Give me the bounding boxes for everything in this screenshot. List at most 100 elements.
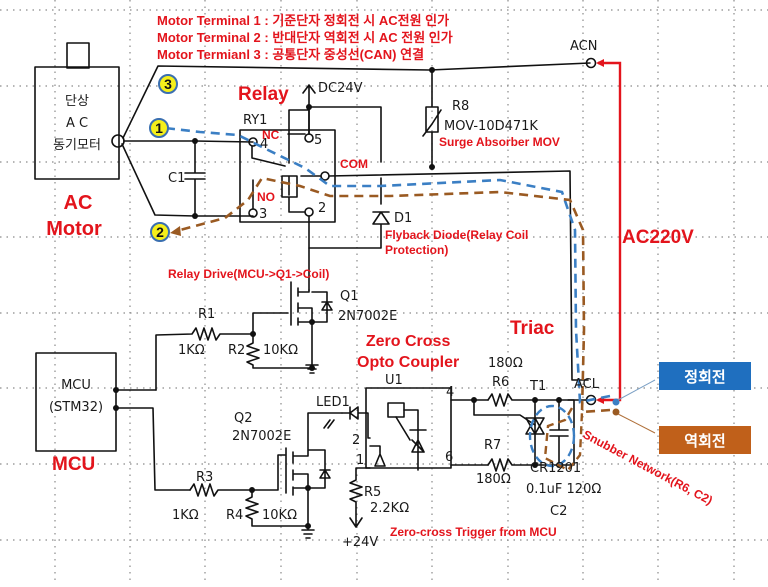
reverse-triac-loop [543,407,584,472]
r4-val: 10KΩ [262,508,297,523]
relay-drive-note: Relay Drive(MCU->Q1->Coil) [168,267,330,281]
relay-title: Relay [238,84,289,105]
mov-note: Surge Absorber MOV [439,135,560,149]
supply-24v: +24V [342,535,378,550]
motor-caption: AC Motor [46,192,102,240]
pin-2: 2 [318,201,326,216]
legend-forward: 정회전 [659,362,751,390]
note-row-2: Motor Terminal 2 : 반대단자 역회전 시 AC 전원 인가 [157,30,453,45]
triac-part: CR1201 [530,461,581,476]
led1-label: LED1 [316,395,350,410]
motor-line-1: 단상 [65,94,89,109]
c2-val: 0.1uF 120Ω [526,482,601,497]
acn-arrowhead [596,59,604,404]
note-row-3: Motor Termianl 3 : 공통단자 중성선(CAN) 연결 [157,47,425,62]
mcu-caption: MCU [52,454,96,475]
capacitor-c1 [184,140,206,217]
u1-pin-1: 1 [356,453,364,468]
motor-line-3: 동기모터 [53,138,101,153]
t1-ref: T1 [529,379,546,394]
forward-path [164,126,611,404]
relay-no-label: NO [257,190,275,204]
dc24v-label: DC24V [318,81,363,96]
r1-val: 1KΩ [178,343,205,358]
mcu-line-2: (STM32) [49,400,103,415]
reverse-node [612,408,620,416]
motor-body [34,66,120,180]
mcu-line-1: MCU [61,378,91,393]
r1-ref: R1 [198,307,215,322]
acl-label: ACL [574,377,600,392]
r3-val: 1KΩ [172,508,199,523]
r7-ref: R7 [484,438,501,453]
u1-pin-4: 4 [446,385,454,400]
u1-pin-6: 6 [445,450,453,465]
snubber-c2 [534,399,575,466]
acn-label: ACN [570,39,597,54]
resistor-r2 [246,333,313,369]
q2-ref: Q2 [234,411,253,426]
triac-title: Triac [510,318,555,339]
relay-nc-label: NC [262,128,280,142]
header-notes: Motor Terminal 1 : 기준단자 정회전 시 AC전원 인가 Mo… [157,12,453,63]
q1-ref: Q1 [340,289,359,304]
wire-terminal-2 [121,143,254,217]
opto-u1 [365,387,452,469]
flyback-diode-d1 [308,177,390,249]
r4-ref: R4 [226,508,243,523]
r6-ref: R6 [492,375,509,390]
u1-pin-2: 2 [352,433,360,448]
r3-ref: R3 [196,470,213,485]
ac220v-label: AC220V [622,227,694,248]
opto-title: Zero Cross Opto Coupler [357,333,460,371]
led1 [341,406,371,439]
resistor-r4 [245,489,309,527]
c2-ref: C2 [550,504,567,519]
forward-triac-loop [528,404,576,468]
pin-4: 4 [260,137,268,152]
d1-label: D1 [394,211,412,226]
trigger-note: Zero-cross Trigger from MCU [390,525,557,539]
wire-terminal-1 [123,140,254,143]
pin-3: 3 [259,207,267,222]
r2-val: 10KΩ [263,343,298,358]
mov-r8 [422,69,442,168]
r8-ref: R8 [452,99,469,114]
q2-part: 2N7002E [232,429,291,444]
motor-line-2: A C [66,116,88,131]
relay-ref: RY1 [243,113,267,128]
legend-reverse: 역회전 [659,426,751,454]
r5-ref: R5 [364,485,381,500]
ac220v-feed [598,61,622,402]
resistor-r5 [349,467,371,528]
pin-5: 5 [314,133,322,148]
motor-shaft [66,42,90,69]
resistor-r3 [189,454,286,497]
r2-ref: R2 [228,343,245,358]
reverse-path [179,176,611,414]
reverse-arrowhead [170,226,181,236]
note-row-1: Motor Terminal 1 : 기준단자 정회전 시 AC전원 인가 [157,13,450,28]
r8-part: MOV-10D471K [444,119,538,134]
relay-com-label: COM [340,157,368,171]
dc24v-arrow [302,84,382,163]
terminal-badges: 3 1 2 [149,74,178,242]
flyback-note: Flyback Diode(Relay Coil Protection) [385,228,529,257]
r5-val: 2.2KΩ [370,501,409,516]
r6-val: 180Ω [488,356,523,371]
u1-ref: U1 [385,373,403,388]
wire-terminal-3 [122,62,591,139]
terminal-1-label: 1 [155,120,163,136]
q1-part: 2N7002E [338,309,397,324]
mosfet-q2 [285,412,343,496]
terminal-2-label: 2 [156,224,164,240]
forward-node [612,398,620,406]
c1-label: C1 [168,171,185,186]
resistor-r7 [487,458,536,472]
mosfet-q1 [290,281,333,326]
mcu-body [35,352,117,452]
r7-val: 180Ω [476,472,511,487]
